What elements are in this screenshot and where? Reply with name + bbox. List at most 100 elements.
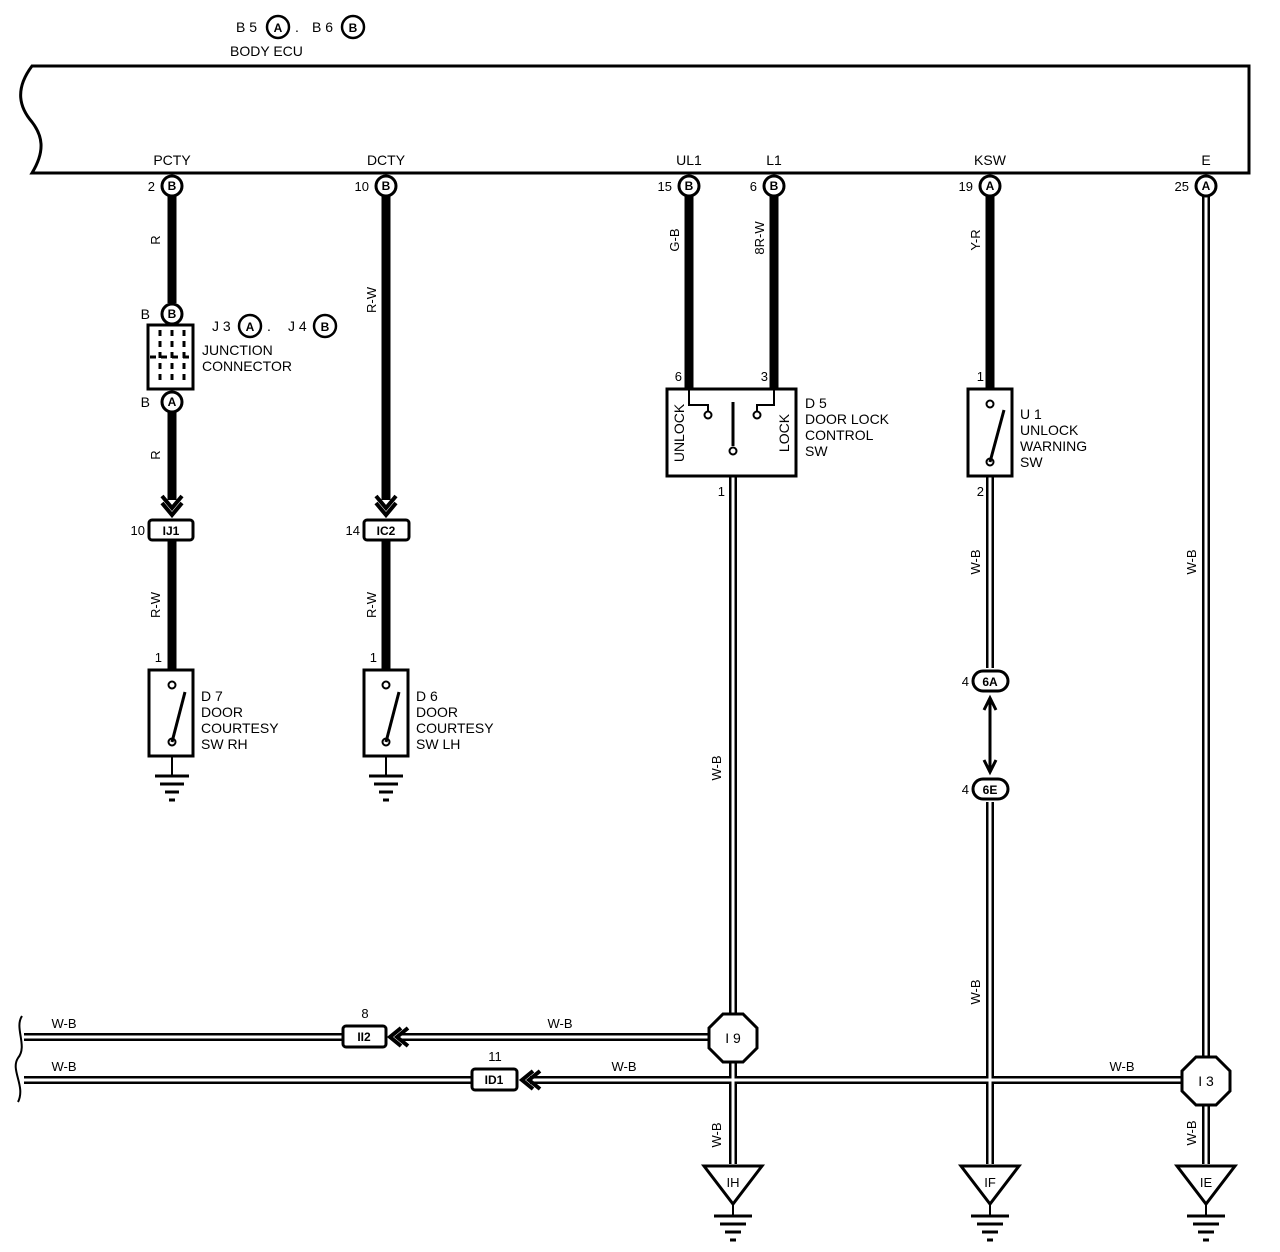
junction-title-conn-b: B — [321, 320, 330, 334]
pin-d7: 1 — [155, 650, 162, 665]
wire-label-dcty-lower: R-W — [364, 591, 379, 618]
label-ij1: IJ1 — [163, 524, 180, 538]
junction-title-j4: J 4 — [288, 318, 307, 334]
label-i3: I 3 — [1198, 1073, 1214, 1089]
pin-ksw: 19 — [959, 179, 973, 194]
junction-conn-bottom: A — [168, 395, 177, 409]
ground-ie: IE — [1173, 1164, 1239, 1242]
conn-e: A — [1202, 179, 1211, 193]
bus-break-marks — [14, 1015, 23, 1103]
junction-name-2: CONNECTOR — [202, 358, 292, 374]
wire-label-pcty-lower: R-W — [148, 591, 163, 618]
pin-e: 25 — [1175, 179, 1189, 194]
d7-line-4: SW RH — [201, 736, 248, 752]
label-if: IF — [984, 1175, 996, 1190]
wire-label-pcty-mid: R — [148, 450, 163, 459]
wire-label-bus-mid-1: W-B — [547, 1016, 572, 1031]
pin-d5-out: 1 — [718, 484, 725, 499]
connector-6e: 4 6E — [962, 777, 1010, 801]
d5-line-3: CONTROL — [805, 427, 874, 443]
wire-label-d5-out: W-B — [709, 755, 724, 780]
switch-u1: 1 2 U 1 UNLOCK WARNING SW — [966, 369, 1087, 499]
label-ie: IE — [1200, 1175, 1213, 1190]
wire-label-bus-left-1: W-B — [51, 1016, 76, 1031]
conn-dcty: B — [382, 179, 391, 193]
label-6e: 6E — [983, 783, 998, 797]
terminal-e: E — [1201, 152, 1210, 168]
label-i9: I 9 — [725, 1030, 741, 1046]
d7-line-1: D 7 — [201, 688, 223, 704]
ecu-box — [19, 64, 1251, 175]
ground-ih: IH — [700, 1164, 766, 1242]
pin-d5-lock: 3 — [761, 369, 768, 384]
ecu-pins: 2 B 10 B 15 B 6 B 19 A 25 A — [148, 174, 1218, 198]
terminal-pcty: PCTY — [153, 152, 191, 168]
d5-line-2: DOOR LOCK — [805, 411, 890, 427]
connector-ij1: 10 IJ1 — [131, 494, 195, 542]
d5-line-4: SW — [805, 443, 828, 459]
wire-label-l1: 8R-W — [752, 221, 767, 255]
pin-ij1: 10 — [131, 523, 145, 538]
pin-pcty: 2 — [148, 179, 155, 194]
terminal-dcty: DCTY — [367, 152, 406, 168]
d6-line-1: D 6 — [416, 688, 438, 704]
connector-ii2: 8 II2 — [341, 1006, 410, 1049]
wire-label-ie-drop: W-B — [1184, 1120, 1199, 1145]
terminal-l1: L1 — [766, 152, 782, 168]
terminal-ul1: UL1 — [676, 152, 702, 168]
connector-6a: 4 6A — [962, 669, 1010, 693]
ecu-name: BODY ECU — [230, 43, 303, 59]
label-ih: IH — [727, 1175, 740, 1190]
d6-line-4: SW LH — [416, 736, 460, 752]
pin-ii2: 8 — [361, 1006, 368, 1021]
connector-ic2: 14 IC2 — [346, 494, 411, 542]
wire-label-ul1: G-B — [667, 228, 682, 251]
switch-d7: 1 D 7 DOOR COURTESY SW RH — [147, 650, 279, 802]
wire-label-ksw-lower: W-B — [968, 979, 983, 1004]
label-id1: ID1 — [485, 1073, 504, 1087]
thick-wires — [167, 196, 995, 670]
u1-line-2: UNLOCK — [1020, 422, 1079, 438]
junction-title-sep: . — [267, 318, 271, 334]
wire-labels: R R R-W R-W R-W G-B 8R-W Y-R W-B W-B W-B… — [51, 221, 1199, 1148]
wire-label-ih-drop: W-B — [709, 1122, 724, 1147]
pin-l1: 6 — [750, 179, 757, 194]
d5-line-1: D 5 — [805, 395, 827, 411]
conn-l1: B — [770, 179, 779, 193]
ecu-title-b6: B 6 — [312, 19, 333, 35]
u1-line-3: WARNING — [1020, 438, 1087, 454]
junction-connector: B B B A J 3 A . J 4 B JUNCTION CONNECTOR — [141, 302, 338, 414]
wire-label-ksw: Y-R — [968, 229, 983, 250]
pin-id1: 11 — [488, 1049, 502, 1064]
d6-line-2: DOOR — [416, 704, 458, 720]
splice-i3: I 3 — [1180, 1055, 1232, 1107]
wire-label-bus-right-2: W-B — [1109, 1059, 1134, 1074]
ecu-title: B 5 A . B 6 B BODY ECU — [230, 14, 366, 59]
wire-label-e: W-B — [1184, 549, 1199, 574]
wire-label-bus-mid-2: W-B — [611, 1059, 636, 1074]
conn-pcty: B — [168, 179, 177, 193]
pin-ul1: 15 — [658, 179, 672, 194]
ground-if: IF — [957, 1164, 1023, 1242]
splice-i9: I 9 — [707, 1012, 759, 1064]
pin-dcty: 10 — [355, 179, 369, 194]
d5-unlock-label: UNLOCK — [671, 403, 687, 462]
switch-d6: 1 D 6 DOOR COURTESY SW LH — [362, 650, 494, 802]
switch-d5: 6 3 UNLOCK LOCK 1 D 5 DOOR LOCK CONTROL … — [665, 369, 890, 499]
junction-side-bottom: B — [141, 394, 150, 410]
d7-line-2: DOOR — [201, 704, 243, 720]
d7-line-3: COURTESY — [201, 720, 279, 736]
outlined-wires — [24, 196, 1210, 1164]
pin-u1-in: 1 — [977, 369, 984, 384]
pin-6a: 4 — [962, 674, 969, 689]
ecu-title-conn-a: A — [274, 21, 283, 35]
wire-label-pcty-upper: R — [148, 235, 163, 244]
ecu-title-conn-b: B — [349, 21, 358, 35]
label-ii2: II2 — [357, 1030, 371, 1044]
junction-name-1: JUNCTION — [202, 342, 273, 358]
pin-ic2: 14 — [346, 523, 360, 538]
wire-label-dcty-upper: R-W — [364, 286, 379, 313]
conn-ksw: A — [986, 179, 995, 193]
wire-label-bus-left-2: W-B — [51, 1059, 76, 1074]
